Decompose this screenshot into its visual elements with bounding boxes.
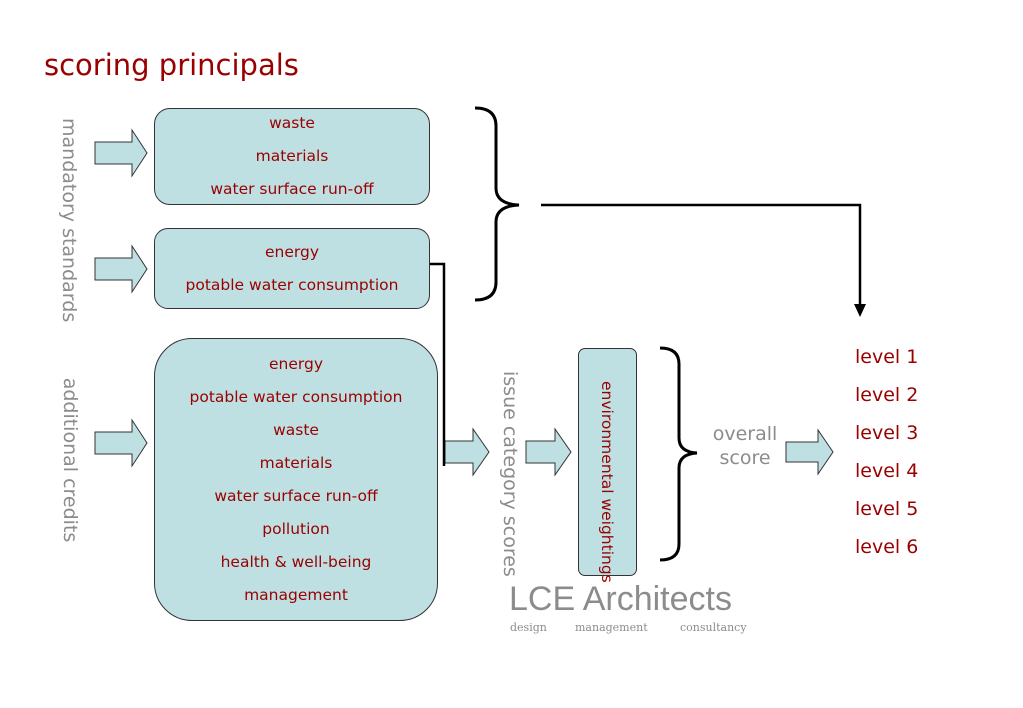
mandatory-item: waste <box>269 114 315 132</box>
level-item: level 1 <box>855 346 919 368</box>
environmental-weightings-box <box>578 348 637 576</box>
arrow-mandatory-1 <box>94 128 148 178</box>
mandatory-box-2: energy potable water consumption <box>154 228 430 309</box>
level-item: level 3 <box>855 422 919 444</box>
credit-item: water surface run-off <box>214 486 378 505</box>
connector-to-levels <box>541 203 862 308</box>
page-title: scoring principals <box>44 48 299 82</box>
arrow-to-levels <box>785 428 834 476</box>
credit-item: potable water consumption <box>189 387 403 406</box>
arrow-to-env <box>525 427 572 477</box>
credit-item: energy <box>268 354 323 373</box>
overall-score-label: overall score <box>705 422 785 470</box>
mandatory-standards-label: mandatory standards <box>58 118 80 323</box>
overall-line-2: score <box>719 447 771 469</box>
mandatory-box-1: waste materials water surface run-off <box>154 108 430 205</box>
arrow-additional <box>94 418 148 468</box>
level-item: level 4 <box>855 460 919 482</box>
arrowhead-levels <box>854 304 866 317</box>
credit-item: materials <box>259 453 333 472</box>
mandatory-item: potable water consumption <box>185 275 399 294</box>
level-item: level 5 <box>855 498 919 520</box>
overall-line-1: overall <box>712 423 778 445</box>
issue-category-scores-label: issue category scores <box>499 371 521 577</box>
additional-credits-box: energy potable water consumption waste m… <box>154 338 438 621</box>
mandatory-item: water surface run-off <box>210 180 374 198</box>
company-logo: LCE Architects <box>509 580 732 618</box>
brace-mandatory <box>474 106 520 302</box>
logo-tagline-consultancy: consultancy <box>680 621 747 634</box>
level-item: level 6 <box>855 536 919 558</box>
credit-item: pollution <box>262 519 330 538</box>
mandatory-item: materials <box>255 147 329 165</box>
environmental-weightings-label: environmental weightings <box>598 381 616 583</box>
credit-item: waste <box>273 420 319 439</box>
logo-tagline-management: management <box>575 621 648 634</box>
logo-tagline-design: design <box>510 621 547 634</box>
credit-item: health & well-being <box>220 552 372 571</box>
mandatory-item: energy <box>264 242 319 261</box>
level-item: level 2 <box>855 384 919 406</box>
arrow-mandatory-2 <box>94 244 148 294</box>
connector-line-box2 <box>430 262 446 466</box>
additional-credits-label: additional credits <box>59 377 81 543</box>
brace-overall <box>659 346 698 562</box>
arrow-to-issue <box>444 427 490 477</box>
credit-item: management <box>244 585 348 604</box>
